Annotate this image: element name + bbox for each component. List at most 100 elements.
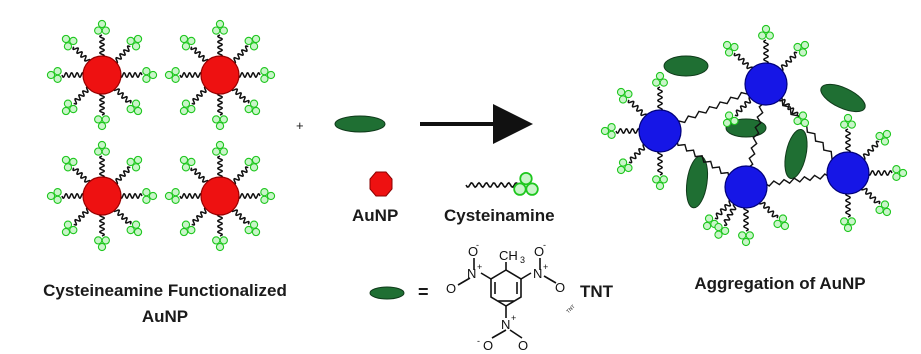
plus-right: + (543, 262, 548, 272)
ligand-chain (73, 86, 90, 105)
ligand-chain (217, 34, 223, 58)
o-left: O (446, 281, 456, 296)
left-caption-line2: AuNP (141, 307, 189, 326)
red-aunp-icon (164, 19, 276, 131)
aggregated-aunp-group (600, 24, 908, 247)
ligand-chain (778, 97, 799, 116)
ligand-chain (845, 128, 851, 154)
cysteinamine-head-icon (164, 67, 180, 83)
ligand-chain (190, 167, 209, 184)
red-aunp-icon-core-icon (82, 176, 122, 216)
ligand-chain (657, 150, 663, 176)
blue-aunp-icon-core-icon (638, 109, 682, 153)
cysteinamine-head-icon (260, 67, 276, 83)
ligand-chain (758, 200, 779, 219)
ligand-chain (734, 96, 753, 117)
cysteinamine-head-icon (94, 19, 110, 35)
cysteinamine-head-icon (840, 217, 856, 233)
cysteinamine-head-icon (164, 188, 180, 204)
ligand-chain (73, 207, 90, 226)
red-aunp-icon (46, 140, 158, 252)
ligand-chain (231, 208, 250, 225)
cysteinamine-head-icon (738, 231, 754, 247)
blue-aunp-icon-core-icon (724, 165, 768, 209)
ligand-chain (99, 155, 105, 179)
plus-left: + (477, 262, 482, 272)
ligand-chain (657, 86, 663, 112)
ligand-chain (191, 86, 208, 105)
ligand-chain (232, 166, 249, 185)
tnt-ellipse-icon (663, 55, 709, 77)
ligand-chain (119, 72, 143, 78)
o-right-top: O (534, 244, 544, 259)
cysteinamine-head-icon (513, 171, 539, 196)
cysteinamine-head-icon (142, 188, 158, 204)
ligand-chain (763, 39, 769, 65)
ligand-chain (179, 193, 203, 199)
tnt-molecule (457, 258, 557, 339)
minus-right-top: - (543, 240, 546, 250)
red-aunp-icon-core-icon (82, 55, 122, 95)
tnt-small-tag: TNT (565, 304, 576, 315)
ligand-chain (867, 170, 893, 176)
blue-aunp-icon-core-icon (744, 62, 788, 106)
left-caption: Cysteineamine Functionalized AuNP (0, 278, 330, 330)
tnt-ellipse-icon (685, 155, 709, 209)
cysteinamine-head-icon (840, 113, 856, 129)
ligand-chain (114, 45, 131, 64)
n-right: N (533, 266, 542, 281)
ligand-chain (113, 208, 132, 225)
ch3-label: CH (499, 248, 518, 263)
cysteinamine-head-icon (94, 236, 110, 252)
n-left: N (467, 266, 476, 281)
ligand-chain (861, 140, 880, 161)
ligand-chain (779, 51, 798, 72)
ligand-chain (179, 72, 203, 78)
minus-bottom: - (477, 336, 480, 346)
tnt-ellipse-icon (784, 128, 808, 180)
red-aunp-icon-core-icon (200, 176, 240, 216)
ligand-chain (232, 45, 249, 64)
ligand-chain (61, 193, 85, 199)
ligand-chain (743, 206, 749, 232)
cysteinamine-head-icon (142, 67, 158, 83)
ligand-chain (72, 167, 91, 184)
legend-tnt-label: TNT (580, 282, 614, 301)
cysteinamine-head-icon (94, 140, 110, 156)
plus-sign: + (296, 118, 304, 133)
ligand-chain (237, 193, 261, 199)
cysteinamine-head-icon (46, 67, 62, 83)
cysteinamine-head-icon (212, 115, 228, 131)
ligand-chain (72, 46, 91, 63)
ligand-chain (113, 87, 132, 104)
red-aunp-icon-core-icon (200, 55, 240, 95)
n-bottom: N (501, 317, 510, 332)
cysteinamine-head-icon (46, 188, 62, 204)
blue-aunp-icon (718, 24, 814, 132)
ligand-chain (714, 199, 733, 220)
cysteinamine-icon (465, 181, 519, 189)
ligand-chain (217, 155, 223, 179)
ligand-chain (628, 143, 647, 164)
ligand-chain (190, 46, 209, 63)
ligand-chain (723, 203, 737, 226)
ligand-chain (217, 92, 223, 116)
o-right: O (555, 280, 565, 295)
cysteinamine-head-icon (94, 115, 110, 131)
left-caption-line1: Cysteineamine Functionalized (43, 281, 287, 300)
cysteinamine-head-icon (892, 165, 908, 181)
ligand-chain (217, 213, 223, 237)
o-bottom-left: O (483, 338, 493, 353)
blue-aunp-icon (826, 113, 908, 233)
o-left-top: O (468, 244, 478, 259)
ligand-chain (237, 72, 261, 78)
cysteinamine-head-icon (260, 188, 276, 204)
minus-left-top: - (476, 240, 479, 250)
tnt-legend-ellipse-icon (369, 286, 405, 300)
tnt-ellipse-icon (334, 115, 386, 133)
ch3-subscript: 3 (520, 255, 525, 265)
red-aunp-icon (164, 140, 276, 252)
ligand-chain (615, 128, 641, 134)
blue-aunp-icon-core-icon (826, 151, 870, 195)
